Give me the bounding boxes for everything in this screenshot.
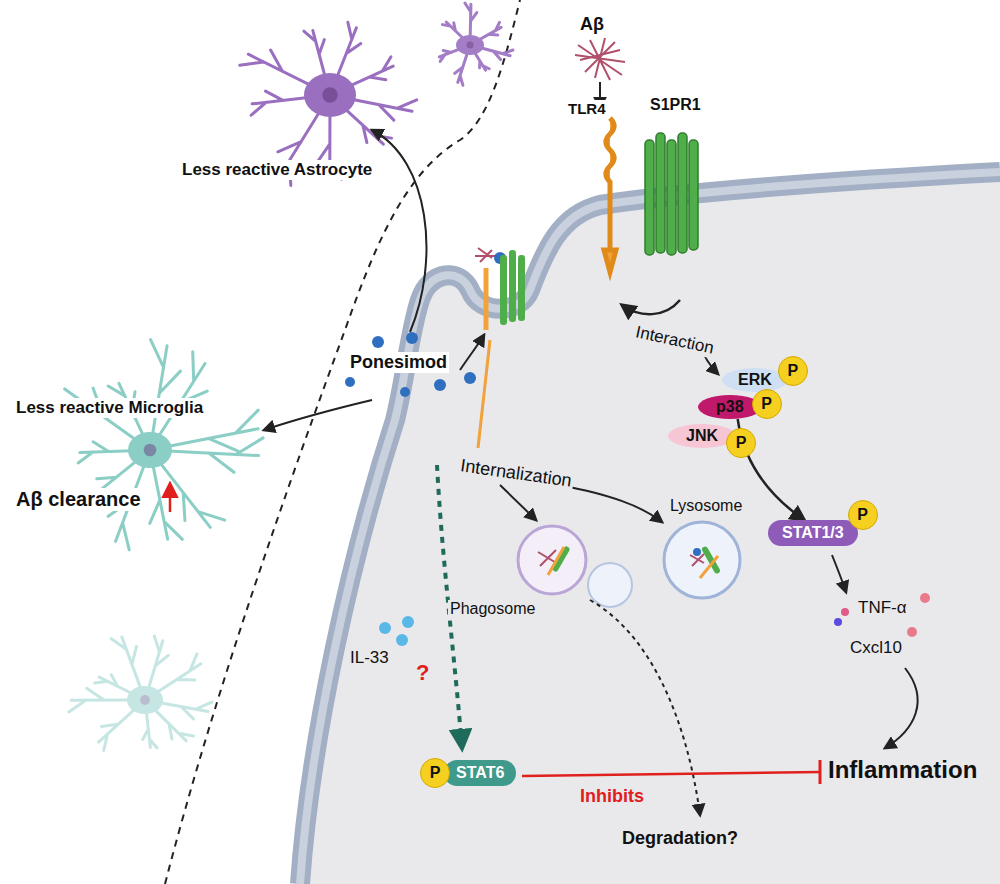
node-text: P	[430, 764, 441, 781]
glia-cell	[69, 636, 212, 750]
kinase-oval: ERKP	[722, 368, 788, 392]
arrow	[560, 485, 662, 522]
vesicle-cargo	[538, 545, 721, 578]
label: ?	[414, 660, 431, 686]
tlr4-receptor	[604, 118, 616, 272]
s1pr1-receptor	[645, 133, 698, 255]
kinase-oval: JNKP	[668, 424, 736, 448]
ponesimod-dots	[345, 332, 476, 397]
node-text: STAT1/3	[782, 524, 844, 541]
phospho-circle: P	[726, 428, 756, 458]
label: Less reactive Microglia	[14, 398, 205, 418]
node-text: P	[857, 506, 868, 523]
label: Aβ	[578, 14, 606, 35]
phagosome	[518, 526, 586, 594]
label: Less reactive Astrocyte	[180, 160, 374, 180]
node-text: JNK	[686, 427, 718, 444]
node-text: P	[787, 362, 798, 379]
dashed-boundary	[165, 0, 520, 884]
arrow	[264, 400, 372, 430]
internalized-complex	[475, 248, 525, 330]
kinase-oval: p38P	[698, 395, 762, 419]
label: IL-33	[348, 648, 391, 668]
label: Degradation?	[620, 828, 740, 849]
label: S1PR1	[648, 96, 703, 114]
degradation-arrow	[590, 600, 700, 815]
phospho-circle: P	[778, 356, 808, 386]
arrow	[500, 485, 536, 520]
cell-membrane-inner	[300, 172, 1000, 884]
glia-cells	[52, 3, 513, 750]
label: TLR4	[566, 100, 608, 117]
arrow	[460, 335, 484, 370]
label: Inflammation	[826, 756, 979, 784]
phospho-circle: P	[848, 500, 878, 530]
label: TNF-α	[856, 598, 909, 618]
inhibition-line	[522, 772, 820, 776]
vesicle	[588, 563, 632, 607]
cell-membrane	[300, 172, 1000, 884]
up-arrow	[169, 484, 172, 512]
node-text: p38	[716, 398, 744, 415]
node-text: STAT6	[456, 764, 504, 781]
interaction-arrow	[622, 300, 680, 314]
arrow	[372, 130, 426, 332]
glia-cell	[52, 340, 263, 550]
stat-pill: STAT1/3P	[768, 520, 858, 546]
stat-pill: STAT6P	[444, 760, 516, 786]
cytokine-dots	[834, 593, 930, 637]
glia-cell	[439, 3, 513, 85]
label: Cxcl10	[848, 638, 904, 658]
il33-dots	[379, 616, 414, 646]
label: Ponesimod	[348, 352, 449, 373]
arrow	[478, 340, 490, 448]
amyloid-fibril	[575, 38, 625, 80]
label: Aβ clearance	[14, 488, 143, 511]
phospho-circle: P	[420, 758, 450, 788]
node-text: P	[736, 434, 747, 451]
arrow	[832, 555, 846, 592]
node-text: P	[761, 395, 772, 412]
cell-interior	[300, 172, 1000, 884]
lysosome	[664, 522, 740, 598]
node-text: ERK	[738, 371, 772, 388]
arrow	[885, 668, 918, 748]
label: Lysosome	[668, 497, 744, 515]
label: Phagosome	[448, 600, 537, 618]
inhibition-bar	[819, 760, 822, 784]
label: Inhibits	[578, 786, 646, 807]
phospho-circle: P	[752, 389, 782, 419]
